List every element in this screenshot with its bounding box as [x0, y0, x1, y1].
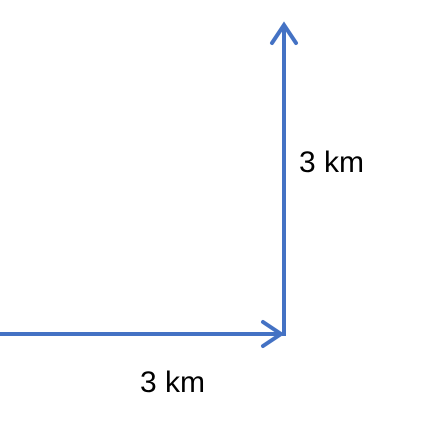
- vertical-distance-label: 3 km: [299, 146, 365, 179]
- vertical-arrowhead: [270, 21, 298, 45]
- horizontal-arrowhead: [261, 320, 285, 348]
- horizontal-distance-label: 3 km: [140, 366, 206, 399]
